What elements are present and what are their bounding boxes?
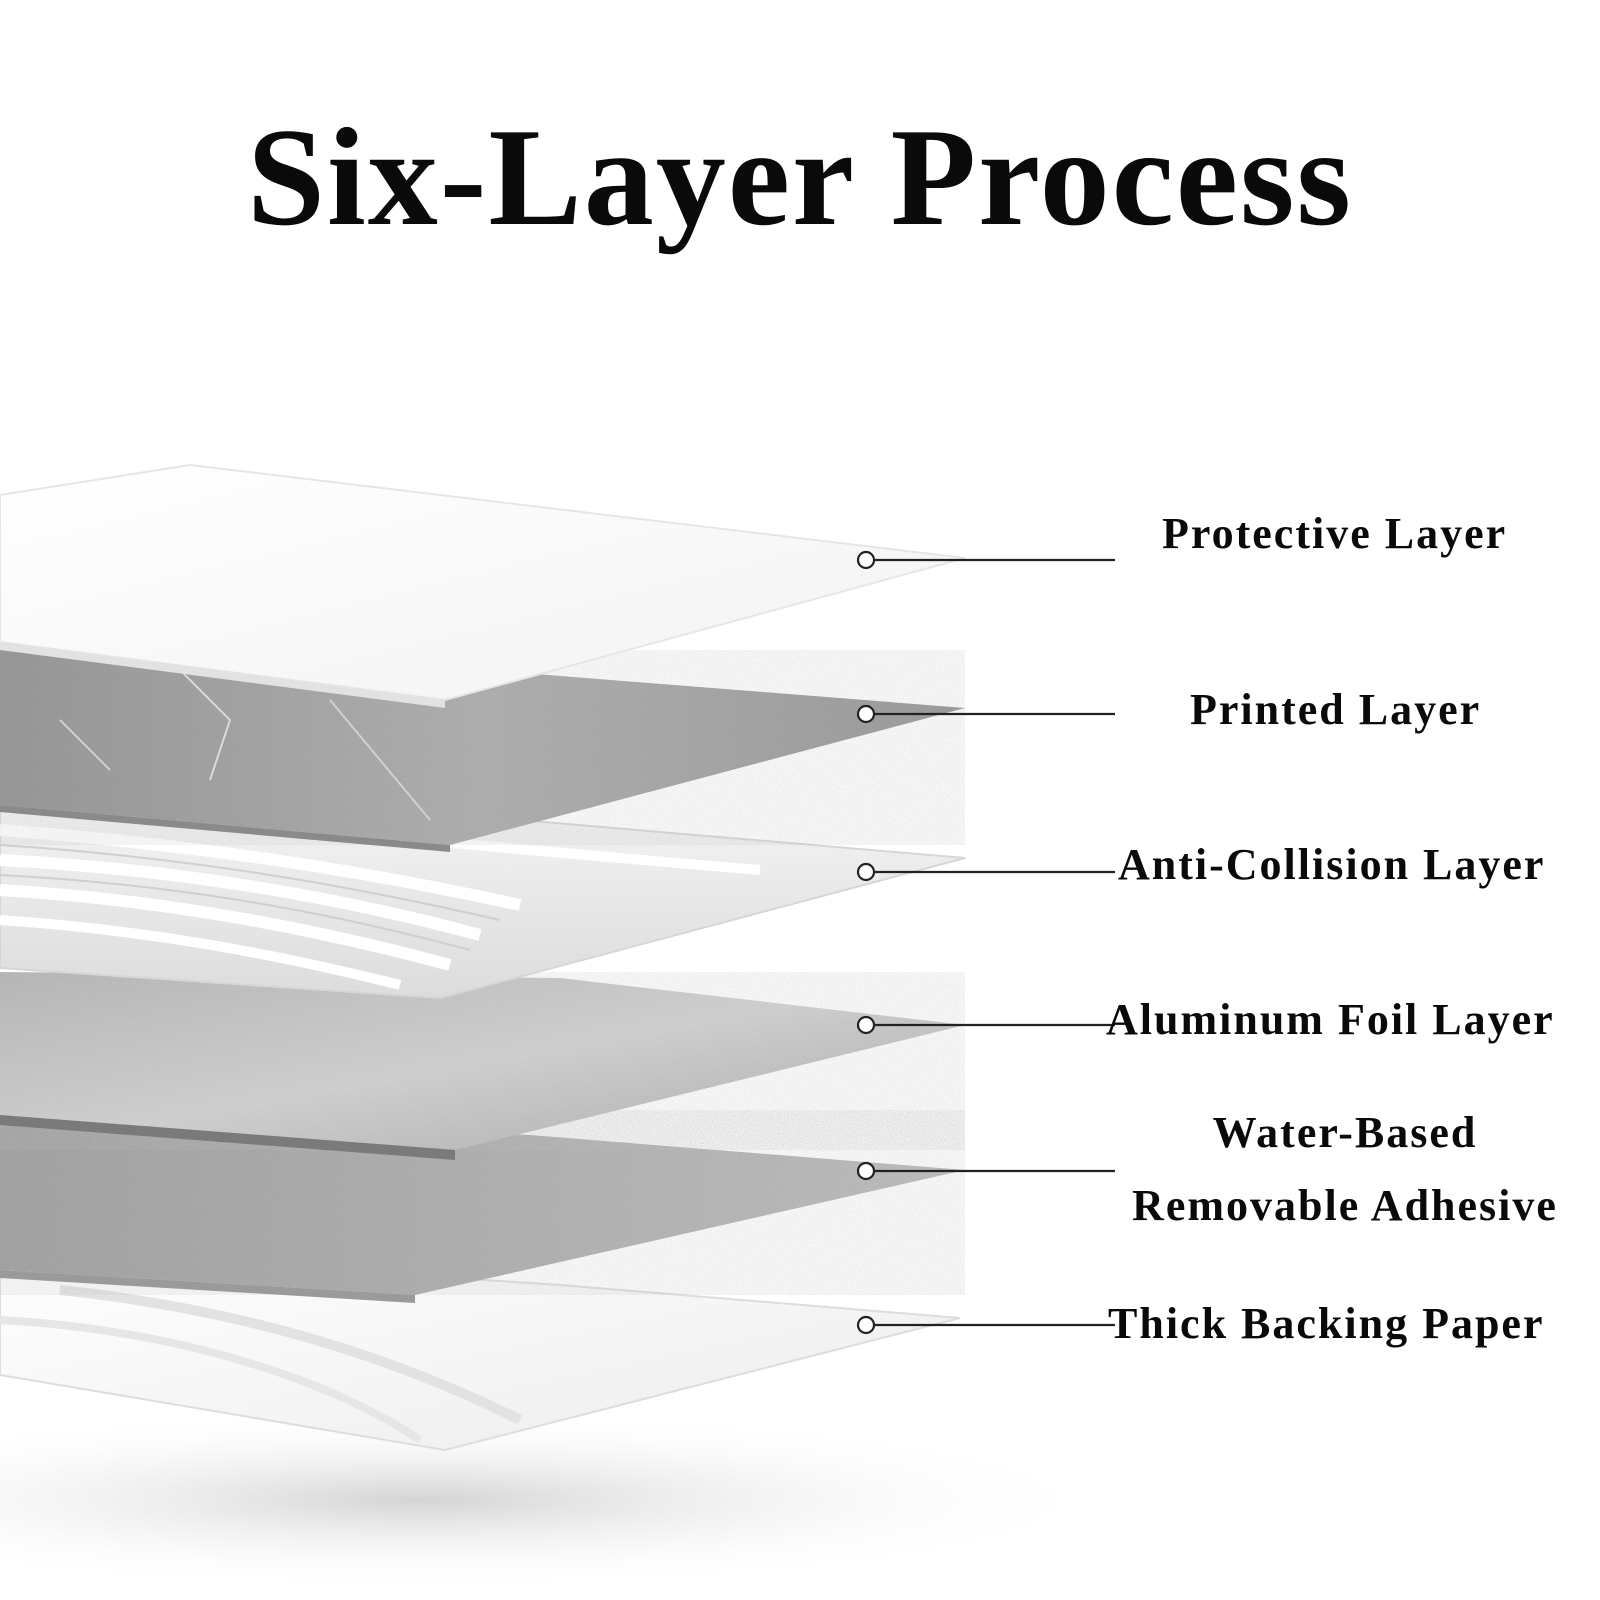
floor-shadow (0, 1410, 1120, 1590)
layer-aluminum-foil (0, 972, 965, 1160)
leader-marker-anti-collision (856, 862, 876, 882)
label-adhesive-line2: Removable Adhesive (1132, 1181, 1558, 1230)
label-thick-backing-paper: Thick Backing Paper (1108, 1299, 1545, 1348)
leader-marker-adhesive (856, 1161, 876, 1181)
leader-marker-protective (856, 550, 876, 570)
leader-marker-printed (856, 704, 876, 724)
label-aluminum-foil-layer: Aluminum Foil Layer (1106, 995, 1555, 1044)
layer-anti-collision (0, 798, 966, 1000)
label-anti-collision-layer: Anti-Collision Layer (1118, 840, 1546, 889)
leader-marker-aluminum (856, 1015, 876, 1035)
label-adhesive-line1: Water-Based (1212, 1108, 1478, 1157)
label-printed-layer: Printed Layer (1190, 685, 1482, 734)
leader-marker-backing (856, 1315, 876, 1335)
layer-adhesive (0, 1110, 965, 1303)
page-title: Six-Layer Process (247, 100, 1353, 255)
layer-printed (0, 650, 965, 852)
layer-protective (0, 463, 966, 708)
label-protective-layer: Protective Layer (1162, 509, 1508, 558)
